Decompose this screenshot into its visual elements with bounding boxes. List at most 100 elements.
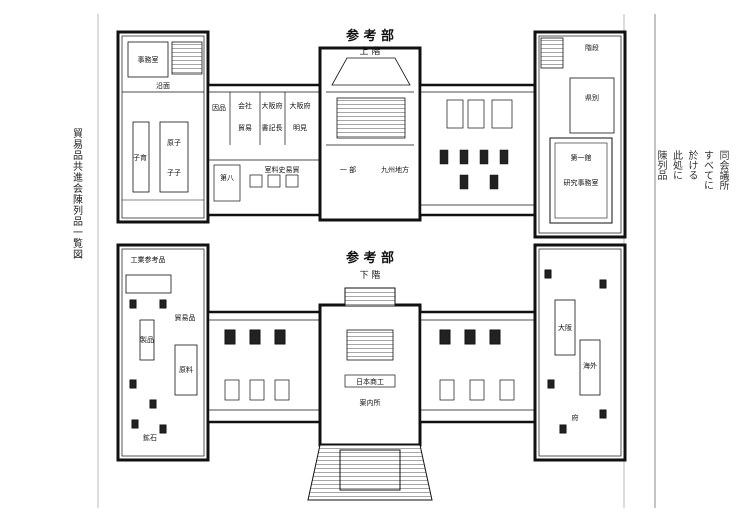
note-column: 同会議所 xyxy=(717,150,728,190)
upper-right-case-g xyxy=(499,149,509,165)
upper-right-stair xyxy=(540,37,564,69)
lower-center-stair xyxy=(346,329,394,361)
upper-corr-a-label: 因品 xyxy=(212,104,226,112)
lower-center-room-label: 日本商工 xyxy=(356,377,384,386)
lower-left-case-c xyxy=(129,379,137,389)
upper-left-top-label: 事務室 xyxy=(138,55,159,64)
lower-left-wing-inner xyxy=(121,248,205,457)
upper-right-top-label: 階段 xyxy=(585,43,599,52)
lower-center-info xyxy=(344,374,396,388)
lower-left-case-h xyxy=(249,329,261,345)
lower-right-case-e xyxy=(469,379,485,401)
note-column: 此処に xyxy=(670,150,682,180)
upper-right-case-e xyxy=(459,149,469,165)
lower-left-case-b xyxy=(159,299,167,309)
upper-right-mid-label: 県別 xyxy=(585,93,599,102)
lower-right-case-d xyxy=(439,379,455,401)
lower-left-case-d xyxy=(149,399,157,409)
upper-center-roof xyxy=(331,57,411,86)
lower-right-case-i xyxy=(547,379,555,389)
upper-left-mid-label: 沿面 xyxy=(156,81,170,90)
upper-corr-i-label: 第八 xyxy=(220,173,234,182)
lower-left-room-b-label: 原料 xyxy=(179,365,193,374)
upper-right-case-a xyxy=(446,99,464,129)
lower-left-room-a-label: 製品 xyxy=(140,335,154,344)
upper-corr-e-label: 貿易 xyxy=(238,123,252,132)
upper-left-room-b-label: 原子 xyxy=(167,139,181,147)
lower-left-case-j xyxy=(224,379,240,401)
upper-right-case-h xyxy=(459,174,469,190)
lower-left-case-e xyxy=(131,419,139,429)
upper-left-office xyxy=(127,41,169,78)
upper-left-stair xyxy=(171,41,203,75)
upper-right-connector xyxy=(418,83,537,217)
lower-left-case-k xyxy=(249,379,265,401)
lower-left-case-i xyxy=(274,329,286,345)
lower-right-case-j xyxy=(599,409,607,419)
lower-right-room-a xyxy=(554,299,576,356)
lower-right-room3-label: 府 xyxy=(572,413,579,422)
upper-center-label: 一 部 xyxy=(340,165,356,174)
lower-right-case-f xyxy=(499,379,515,401)
lower-left-case-g xyxy=(224,329,236,345)
lower-left-room-c-label: 鉱石 xyxy=(143,433,157,442)
lower-entrance-stairs xyxy=(307,444,433,501)
upper-corr-c-label: 大阪府 xyxy=(262,101,283,110)
upper-left-room-c-label: 子子 xyxy=(167,169,181,177)
lower-right-case-h xyxy=(599,279,607,289)
upper-corr-b-label: 会社 xyxy=(238,101,252,110)
lower-left-connector xyxy=(206,310,322,424)
lower-right-case-a xyxy=(439,329,451,345)
lower-heading: 参 考 部 xyxy=(346,250,394,266)
lower-right-case-k xyxy=(559,424,567,434)
lower-left-office xyxy=(125,274,172,294)
upper-left-case-b xyxy=(249,174,263,188)
upper-right-hall xyxy=(549,137,613,224)
upper-right-case-i xyxy=(489,174,499,190)
upper-floor xyxy=(116,30,627,239)
upper-corr-g-label: 室料史易貿 xyxy=(265,165,300,174)
upper-corr-d-label: 大阪府 xyxy=(290,101,311,110)
upper-right-office xyxy=(569,77,615,134)
upper-right-wing-inner xyxy=(538,35,622,234)
lower-right-connector xyxy=(418,310,537,424)
upper-right-hall-inner xyxy=(554,142,608,219)
upper-heading: 参 考 部 xyxy=(346,28,394,44)
upper-left-room-a-label: 子育 xyxy=(133,153,147,162)
lower-right-case-b xyxy=(464,329,476,345)
lower-left-top-label: 工業参考品 xyxy=(131,255,166,264)
upper-corr-h-label: 明見 xyxy=(293,124,307,132)
lower-left-room-b xyxy=(174,344,198,396)
lower-right-room2-label: 海外 xyxy=(583,361,597,370)
upper-right-case-d xyxy=(439,149,449,165)
lower-left-room-a xyxy=(139,319,155,361)
upper-right-room2-label: 研究事務室 xyxy=(564,178,599,187)
lower-center-label: 案内所 xyxy=(360,398,381,407)
upper-left-case-a xyxy=(213,164,241,202)
upper-center-stair xyxy=(336,97,406,139)
lower-right-room-b xyxy=(579,339,601,396)
lower-left-mid-label: 貿易品 xyxy=(175,313,196,322)
upper-left-case-d xyxy=(285,174,299,188)
upper-corr-f-label: 書記長 xyxy=(262,123,283,132)
lower-right-case-c xyxy=(489,329,501,345)
upper-left-table-b xyxy=(159,121,189,193)
upper-left-case-c xyxy=(267,174,281,188)
handwritten-note: 同会議所 すべてに 於ける 此処に 陳列品 xyxy=(636,150,728,450)
lower-floor xyxy=(116,243,627,501)
lower-left-case-f xyxy=(159,424,167,434)
note-column: 陳列品 xyxy=(655,150,666,180)
upper-right-room-label: 第一館 xyxy=(571,153,592,162)
lower-left-case-l xyxy=(274,379,290,401)
lower-floor-label: 下 階 xyxy=(360,270,381,281)
upper-floor-label: 上 階 xyxy=(360,46,381,57)
lower-left-case-a xyxy=(129,299,137,309)
upper-right-case-b xyxy=(467,99,485,129)
note-column: 於ける xyxy=(686,150,697,180)
upper-left-wing-inner xyxy=(121,35,205,219)
note-column: すべてに xyxy=(701,150,713,190)
lower-entrance-door xyxy=(339,449,401,491)
upper-left-table-a xyxy=(132,121,150,193)
upper-right-case-f xyxy=(479,149,489,165)
